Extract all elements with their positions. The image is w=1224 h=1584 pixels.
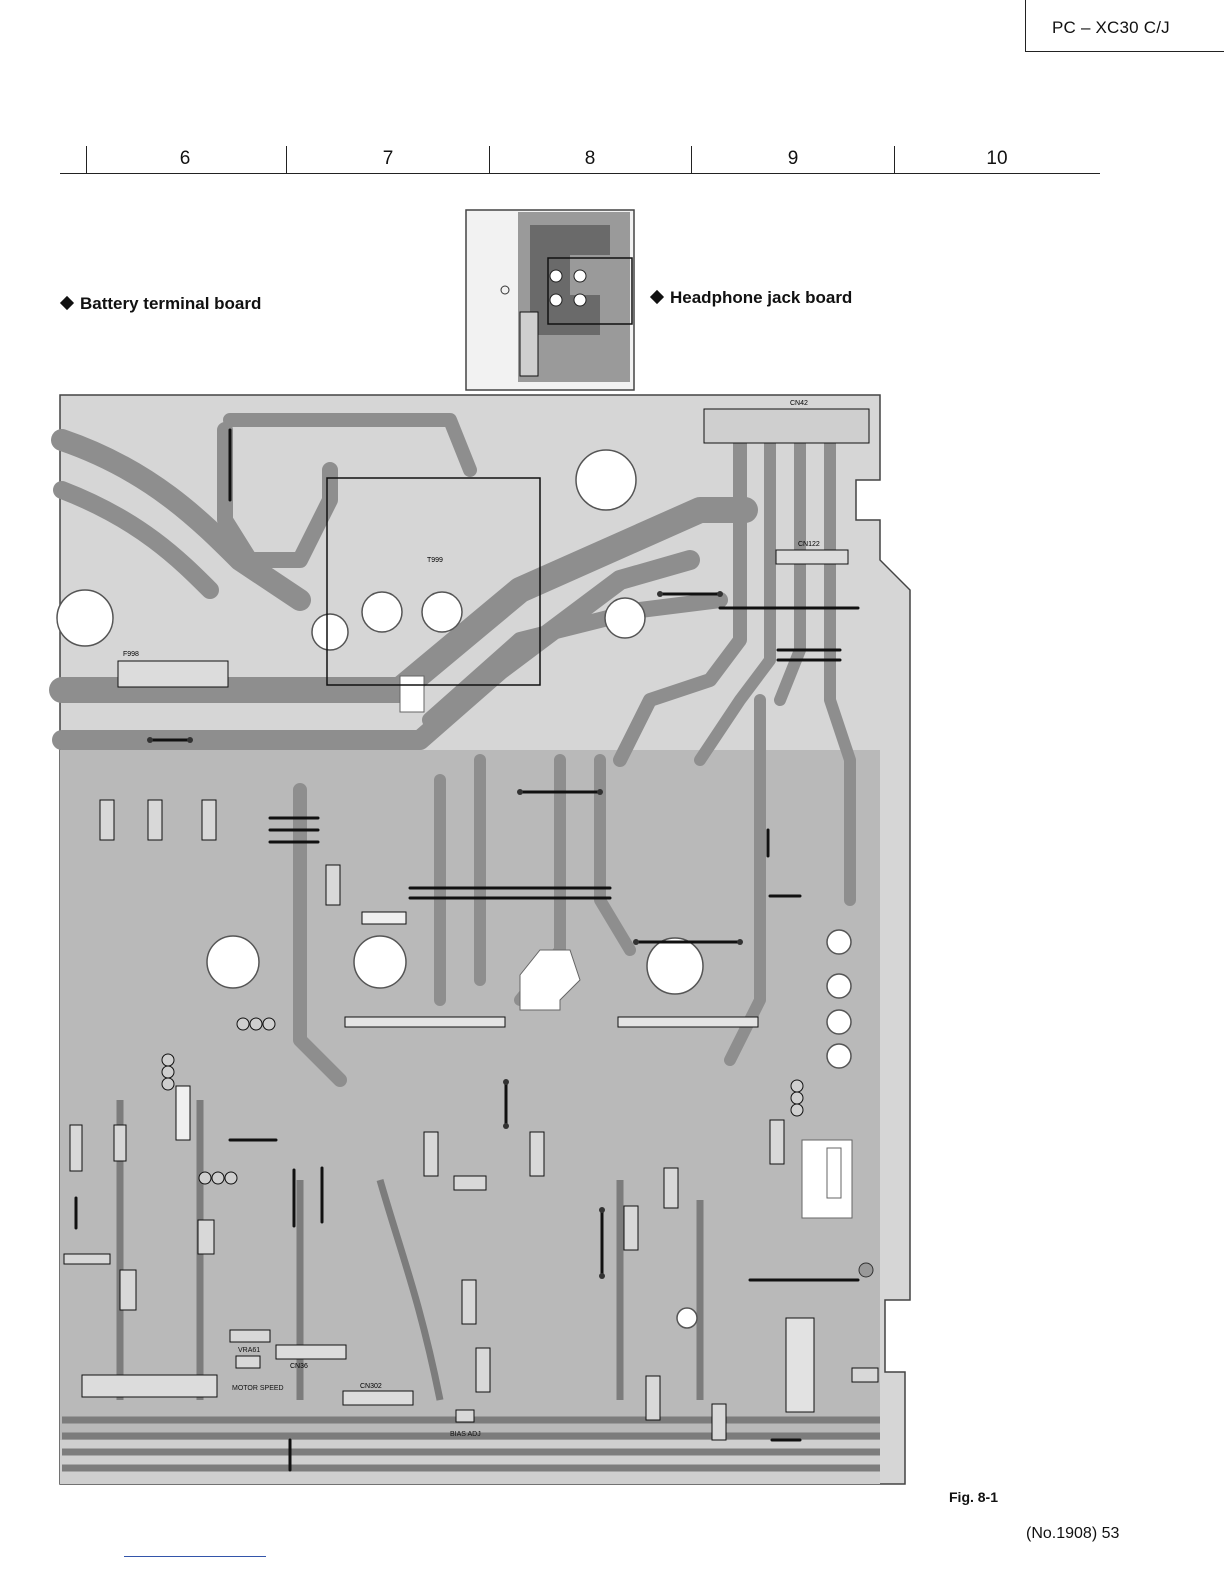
headphone-jack-board [466, 210, 634, 390]
motor-speed-label: MOTOR SPEED [232, 1385, 284, 1392]
cn36-label: CN36 [290, 1363, 308, 1370]
connector-strip-bottom-left [82, 1375, 217, 1397]
fuse-f998-outline [118, 661, 228, 687]
connector-cn302 [343, 1391, 413, 1405]
page-number: (No.1908) 53 [1026, 1525, 1119, 1543]
cn42-label: CN42 [790, 400, 808, 407]
main-board: T999 F998 CN42 CN122 CN302 CN36 [57, 395, 910, 1484]
ic-strip-left [345, 1017, 505, 1027]
connector-cn42 [704, 409, 869, 443]
connector-cn36 [276, 1345, 346, 1359]
ic-vertical-right [786, 1318, 814, 1412]
ic-strip-right [618, 1017, 758, 1027]
bias-adj-label: BIAS ADJ [450, 1431, 481, 1438]
f998-label: F998 [123, 651, 139, 658]
t999-label: T999 [427, 557, 443, 564]
cn122-label: CN122 [798, 541, 820, 548]
vra61-label-motor: VRA61 [238, 1347, 260, 1354]
connector-cn122 [776, 550, 848, 564]
bottom-rule [124, 1556, 266, 1557]
cn302-label: CN302 [360, 1383, 382, 1390]
figure-caption: Fig. 8-1 [949, 1489, 998, 1505]
